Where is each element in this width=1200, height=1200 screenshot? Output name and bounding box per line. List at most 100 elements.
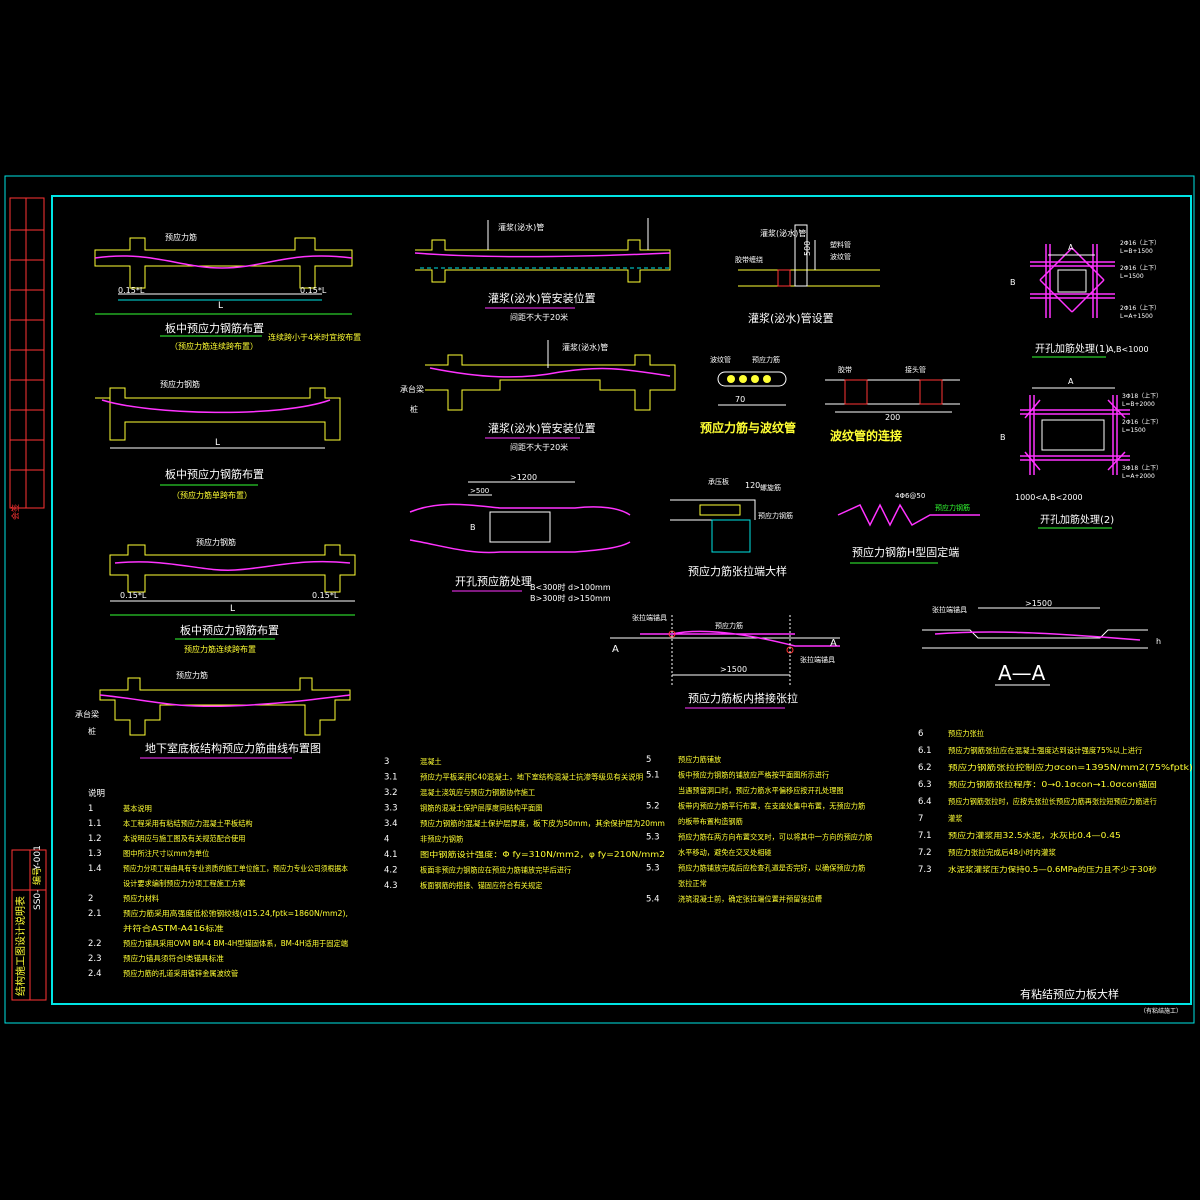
- d13-label-c: 张拉端锚具: [800, 655, 835, 664]
- d15-bar2-len: L=1500: [1120, 273, 1144, 280]
- d6-label-b: 桩: [410, 404, 418, 414]
- d6-label-a: 承台梁: [400, 384, 424, 394]
- note-text: 预应力张拉: [948, 728, 984, 738]
- note-number: 6.1: [918, 746, 932, 756]
- note-number: 6: [918, 729, 923, 739]
- d15-bar2: 2Φ16（上下）: [1120, 264, 1160, 272]
- note-number: 5.3: [646, 864, 660, 874]
- d15-range: A,B<1000: [1108, 345, 1149, 354]
- note-text: 灌浆: [948, 813, 963, 823]
- note-number: 7.3: [918, 865, 932, 875]
- note-number: 4: [384, 835, 389, 845]
- note-text: 板带内预应力筋平行布置，在支座处集中布置，无预应力筋: [678, 801, 866, 811]
- diagram-anchor-end: 120 承压板 螺旋筋 预应力钢筋 预应力筋张拉端大样: [670, 477, 793, 578]
- d7-label-a: 塑料管: [830, 240, 851, 249]
- d1-note: （预应力筋连续跨布置）: [170, 341, 258, 351]
- d11-title: 预应力筋张拉端大样: [688, 564, 787, 578]
- diagram-duct-connection: 200 胶带 接头管 波纹管的连接: [825, 365, 960, 443]
- note-text: 板面非预应力钢筋应在预应力筋铺放完毕后进行: [420, 865, 572, 875]
- left-strip: 会签 结构施工图设计说明表 编号 SS0- Y-001: [9, 197, 47, 1001]
- d16-bar3: 3Φ18（上下）: [1122, 464, 1162, 472]
- d16-range: 1000<A,B<2000: [1015, 493, 1083, 502]
- d11-label-c: 预应力钢筋: [758, 511, 793, 520]
- d10-note2: B>300时 d>150mm: [530, 593, 611, 603]
- d3-right-mark: 0.15*L: [312, 591, 339, 600]
- d7-label-b: 波纹管: [830, 252, 851, 261]
- note-text: 并符合ASTM-A416标准: [123, 923, 224, 933]
- d15-b: B: [1010, 278, 1016, 287]
- note-text: 板面钢筋的搭接、锚固应符合有关规定: [420, 880, 543, 890]
- d12-title: 预应力钢筋H型固定端: [852, 545, 959, 559]
- d1-right-mark: 0.15*L: [300, 286, 327, 295]
- note-number: 2.3: [88, 954, 102, 964]
- note-text: 预应力钢筋的混凝土保护层厚度，板下皮为50mm，其余保护层为20mm: [420, 818, 665, 828]
- d9-label-b: 接头管: [905, 365, 926, 374]
- note-text: 图中钢筋设计强度：Φ fy=310N/mm2，φ fy=210N/mm2: [420, 849, 665, 859]
- note-text: 预应力锚具采用OVM BM-4 BM-4H型锚固体系，BM-4H适用于固定端: [123, 938, 348, 948]
- note-number: 4.1: [384, 850, 398, 860]
- note-number: 2.1: [88, 909, 102, 919]
- d10-b: B: [470, 523, 476, 532]
- note-text: 钢筋的混凝土保护层厚度同结构平面图: [420, 803, 542, 813]
- d12-label-a: 4Φ6@50: [895, 492, 925, 500]
- note-text: 预应力锚具须符合Ⅰ类锚具标准: [123, 953, 224, 963]
- diagram-opening-reinforce-2: A B 3Φ18（上下） L=B+2000 2Φ16（上下） L=1500 3Φ…: [1000, 377, 1162, 529]
- d7-dim: 500: [803, 241, 812, 256]
- d2-tendon: 预应力钢筋: [160, 379, 200, 389]
- note-text: 当遇预留洞口时，预应力筋水平偏移应按开孔处理图: [678, 785, 844, 795]
- d5-title: 灌浆(泌水)管安装位置: [488, 291, 596, 305]
- note-number: 4.3: [384, 881, 398, 891]
- d15-bar3-len: L=A+1500: [1120, 313, 1153, 320]
- note-text: 预应力钢筋张拉程序：0→0.1σcon→1.0σcon锚固: [948, 779, 1157, 789]
- note-text: 本工程采用有粘结预应力混凝土平板结构: [123, 818, 253, 828]
- note-text: 水泥浆灌浆压力保持0.5—0.6MPa的压力且不少于30秒: [948, 864, 1157, 874]
- diagram-grout-tube-2: 灌浆(泌水)管 承台梁 桩 灌浆(泌水)管安装位置 间距不大于20米: [400, 340, 676, 452]
- diagram-opening-reinforce-1: A B 2Φ16（上下） L=B+1500 2Φ16（上下） L=1500 2Φ…: [1010, 239, 1160, 358]
- diagram-slab-tendon-2: L 预应力钢筋 板中预应力钢筋布置 （预应力筋单跨布置）: [95, 379, 341, 500]
- d7-label-c: 胶带缠绕: [735, 255, 763, 264]
- side-code: Y-001: [33, 845, 43, 871]
- d3-left-mark: 0.15*L: [120, 591, 147, 600]
- note-number: 5.1: [646, 771, 660, 781]
- d16-bar3-len: L=A+2000: [1122, 473, 1155, 480]
- d4-label-b: 桩: [88, 726, 96, 736]
- note-text: 浇筑混凝土前，确定张拉端位置并预留张拉槽: [678, 894, 822, 904]
- note-text: 预应力材料: [123, 893, 159, 903]
- d1-note2: 连续跨小于4米时宜按布置: [268, 332, 361, 342]
- d11-label-a: 承压板: [708, 477, 729, 486]
- note-text: 预应力张拉完成后48小时内灌浆: [948, 847, 1057, 857]
- d4-label-a: 承台梁: [75, 709, 99, 719]
- sheet-title-note: （有粘结施工）: [1140, 1007, 1182, 1015]
- d13-section-right: A: [830, 638, 837, 649]
- note-number: 5.2: [646, 802, 660, 812]
- side-sheet: SS0-: [33, 890, 43, 910]
- d15-bar1-len: L=B+1500: [1120, 248, 1153, 255]
- d16-bar1-len: L=B+2000: [1122, 401, 1155, 408]
- note-number: 6.4: [918, 797, 932, 807]
- d4-tendon: 预应力筋: [176, 670, 208, 680]
- d14-dim: >1500: [1025, 599, 1052, 608]
- note-number: 2.2: [88, 939, 102, 949]
- note-number: 5.4: [646, 895, 660, 905]
- d12-label-b: 预应力钢筋: [935, 503, 970, 512]
- diagram-duct-section: 70 波纹管 预应力筋 预应力筋与波纹管: [700, 355, 796, 435]
- note-number: 4.2: [384, 866, 398, 876]
- d11-label-b: 螺旋筋: [760, 483, 781, 492]
- d9-label-a: 胶带: [838, 365, 852, 374]
- d5-note: 间距不大于20米: [510, 312, 568, 322]
- d16-bar2: 2Φ16（上下）: [1122, 418, 1162, 426]
- diagram-opening-tendon: >1200 >500 B 开孔预应筋处理 B<300时 d>100mm B>30…: [409, 473, 631, 603]
- d2-title: 板中预应力钢筋布置: [165, 467, 264, 481]
- outer-border: [4, 175, 1195, 1024]
- d13-label-a: 张拉端锚具: [632, 613, 667, 622]
- note-number: 3.3: [384, 804, 398, 814]
- d3-title: 板中预应力钢筋布置: [180, 623, 279, 637]
- note-text: 混凝土浇筑应与预应力钢筋协作施工: [420, 787, 536, 797]
- inner-border: [51, 195, 1192, 1005]
- d15-bar1: 2Φ16（上下）: [1120, 239, 1160, 247]
- d13-title: 预应力筋板内搭接张拉: [688, 691, 798, 705]
- d5-tube: 灌浆(泌水)管: [498, 222, 544, 232]
